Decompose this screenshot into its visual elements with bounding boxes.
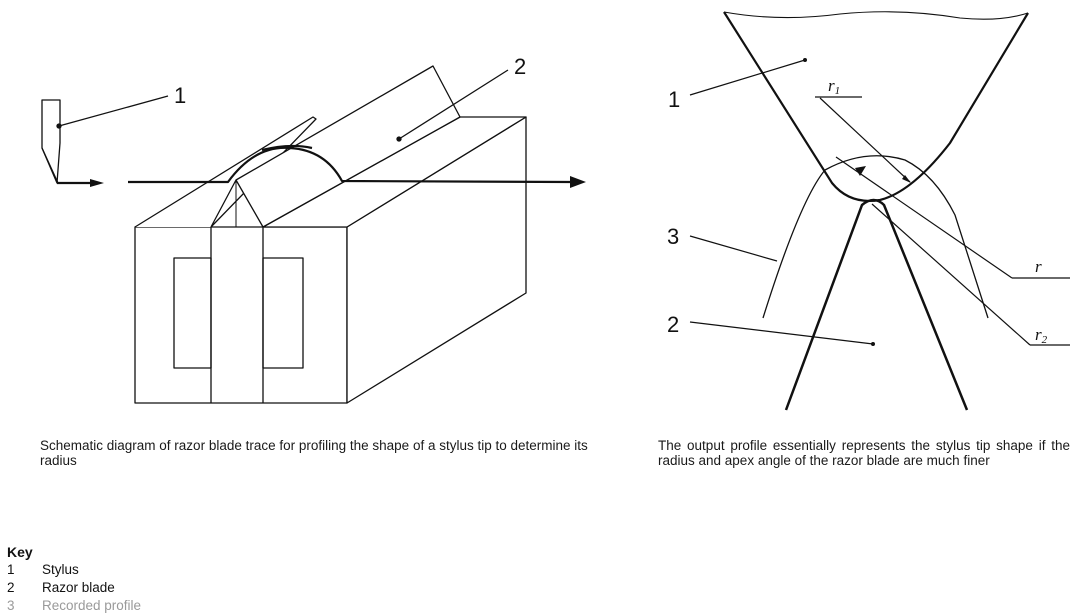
left-figure [41,65,586,404]
key-item: 2 Razor blade [7,579,141,597]
label-razor-left: 2 [514,54,526,79]
leader-line-profile-right [689,235,778,262]
key-item-number: 2 [7,580,15,595]
stylus-cone [723,11,1029,202]
label-stylus-right: 1 [668,87,680,112]
label-r2-sub: 2 [1042,334,1048,346]
leader-line-razor-right [689,321,874,345]
label-razor-right: 2 [667,312,679,337]
key-legend: Key 1 Stylus 2 Razor blade 3 Recorded pr… [7,543,141,615]
key-item: 3 Recorded profile [7,597,141,615]
label-r2-letter: r [1035,325,1042,344]
razor-blade [210,65,461,228]
right-figure [689,11,1070,411]
label-stylus-left: 1 [174,83,186,108]
leader-line-stylus [58,95,169,127]
label-r: r [1035,257,1042,276]
key-item-label: Razor blade [42,580,115,595]
stylus-icon [41,99,104,187]
leader-line-stylus-right [689,59,806,96]
recorded-profile [762,155,989,319]
razor-wedge [784,198,969,411]
label-profile-right: 3 [667,224,679,249]
label-r1-letter: r [828,76,835,95]
caption-right: The output profile essentially represent… [658,438,1070,468]
key-item-number: 1 [7,562,15,577]
key-title: Key [7,544,33,560]
label-r2: r2 [1035,325,1048,346]
key-item-label: Recorded profile [42,598,142,613]
key-item: 1 Stylus [7,561,141,579]
key-item-number: 3 [7,598,15,613]
stylus-trace-profile [128,144,586,188]
label-r1-sub: 1 [835,85,841,97]
razor-holder-block [134,116,527,404]
leader-line-razor [398,69,509,140]
label-r1: r1 [828,76,840,97]
radius-lines [815,96,1070,346]
caption-left: Schematic diagram of razor blade trace f… [40,438,588,468]
key-item-label: Stylus [42,562,79,577]
